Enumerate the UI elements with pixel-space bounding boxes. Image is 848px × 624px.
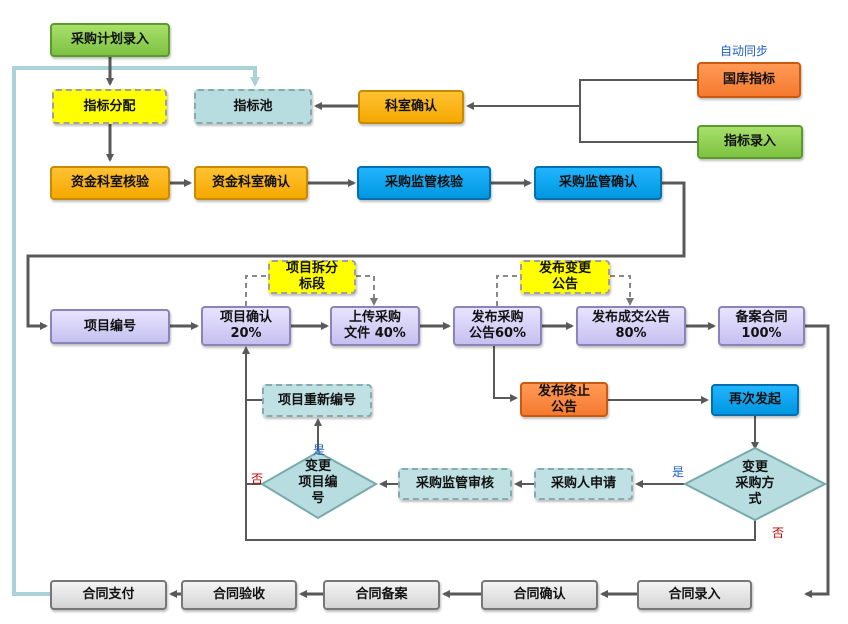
node-project-confirm-l1: 项目确认 <box>219 310 272 325</box>
node-national-quota: 国库指标 <box>697 62 801 98</box>
change-method-l2: 采购方 <box>735 476 775 491</box>
change-method-diamond <box>682 446 828 522</box>
node-fund-verify: 资金科室核验 <box>50 166 170 200</box>
node-contract-record: 合同录入 <box>637 580 752 610</box>
return-line <box>12 66 260 596</box>
change-method-text: 变更 采购方 式 <box>715 460 795 508</box>
node-supervise-review: 采购监管审核 <box>398 468 512 500</box>
node-project-no: 项目编号 <box>50 309 170 344</box>
node-split-section: 项目拆分 标段 <box>268 260 356 294</box>
node-renumber: 项目重新编号 <box>262 384 372 417</box>
node-change-notice-l1: 发布变更 <box>538 261 591 276</box>
node-contract-filing-l2: 100% <box>741 326 782 341</box>
node-terminate-notice: 发布终止 公告 <box>520 382 608 417</box>
node-upload-files-l2: 文件 40% <box>344 326 406 341</box>
label-yes-project: 是 <box>313 443 326 457</box>
node-fund-confirm: 资金科室确认 <box>194 166 308 200</box>
change-method-l3: 式 <box>748 492 762 507</box>
label-yes-method: 是 <box>672 465 685 479</box>
node-contract-pay: 合同支付 <box>50 580 167 610</box>
node-plan-entry: 采购计划录入 <box>50 23 170 57</box>
node-quota-entry: 指标录入 <box>697 125 803 159</box>
node-contract-filing-l1: 备案合同 <box>735 310 788 325</box>
node-terminate-notice-l2: 公告 <box>550 399 577 415</box>
change-project-no-l1: 变更 <box>304 459 331 474</box>
node-contract-archive: 合同备案 <box>323 580 440 610</box>
node-relaunch: 再次发起 <box>711 384 799 416</box>
node-publish-notice: 发布采购 公告60% <box>453 306 542 346</box>
node-dept-confirm: 科室确认 <box>358 90 464 124</box>
change-project-no-l3: 号 <box>311 491 325 506</box>
node-deal-notice-l1: 发布成交公告 <box>591 310 670 325</box>
node-split-section-l1: 项目拆分 <box>285 261 338 276</box>
node-project-confirm: 项目确认 20% <box>201 306 291 346</box>
label-no-method: 否 <box>772 526 785 540</box>
change-method-l1: 变更 <box>741 460 768 475</box>
node-quota-pool: 指标池 <box>194 89 312 124</box>
node-deal-notice-l2: 80% <box>615 326 647 341</box>
node-contract-confirm: 合同确认 <box>481 580 598 610</box>
node-publish-notice-l1: 发布采购 <box>471 310 524 325</box>
node-deal-notice: 发布成交公告 80% <box>576 306 686 346</box>
node-publish-notice-l2: 公告60% <box>468 326 527 341</box>
node-buyer-apply: 采购人申请 <box>534 468 633 500</box>
label-no-project: 否 <box>251 472 264 486</box>
node-upload-files-l1: 上传采购 <box>348 310 401 325</box>
node-contract-accept: 合同验收 <box>181 580 297 610</box>
change-project-no-l2: 项目编 <box>298 475 338 490</box>
label-auto-sync: 自动同步 <box>720 44 769 58</box>
change-project-no-text: 变更 项目编 号 <box>278 459 358 507</box>
node-contract-filing: 备案合同 100% <box>718 306 805 346</box>
node-upload-files: 上传采购 文件 40% <box>330 306 420 346</box>
node-project-confirm-l2: 20% <box>230 326 262 341</box>
node-split-section-l2: 标段 <box>298 277 325 292</box>
node-change-notice-l2: 公告 <box>551 277 578 292</box>
node-change-notice: 发布变更 公告 <box>520 260 610 294</box>
node-supervise-confirm: 采购监管确认 <box>534 166 662 200</box>
node-quota-alloc: 指标分配 <box>52 89 167 124</box>
node-terminate-notice-l1: 发布终止 <box>537 383 590 399</box>
change-project-no-diamond <box>260 450 379 520</box>
node-supervise-verify: 采购监管核验 <box>357 166 491 200</box>
